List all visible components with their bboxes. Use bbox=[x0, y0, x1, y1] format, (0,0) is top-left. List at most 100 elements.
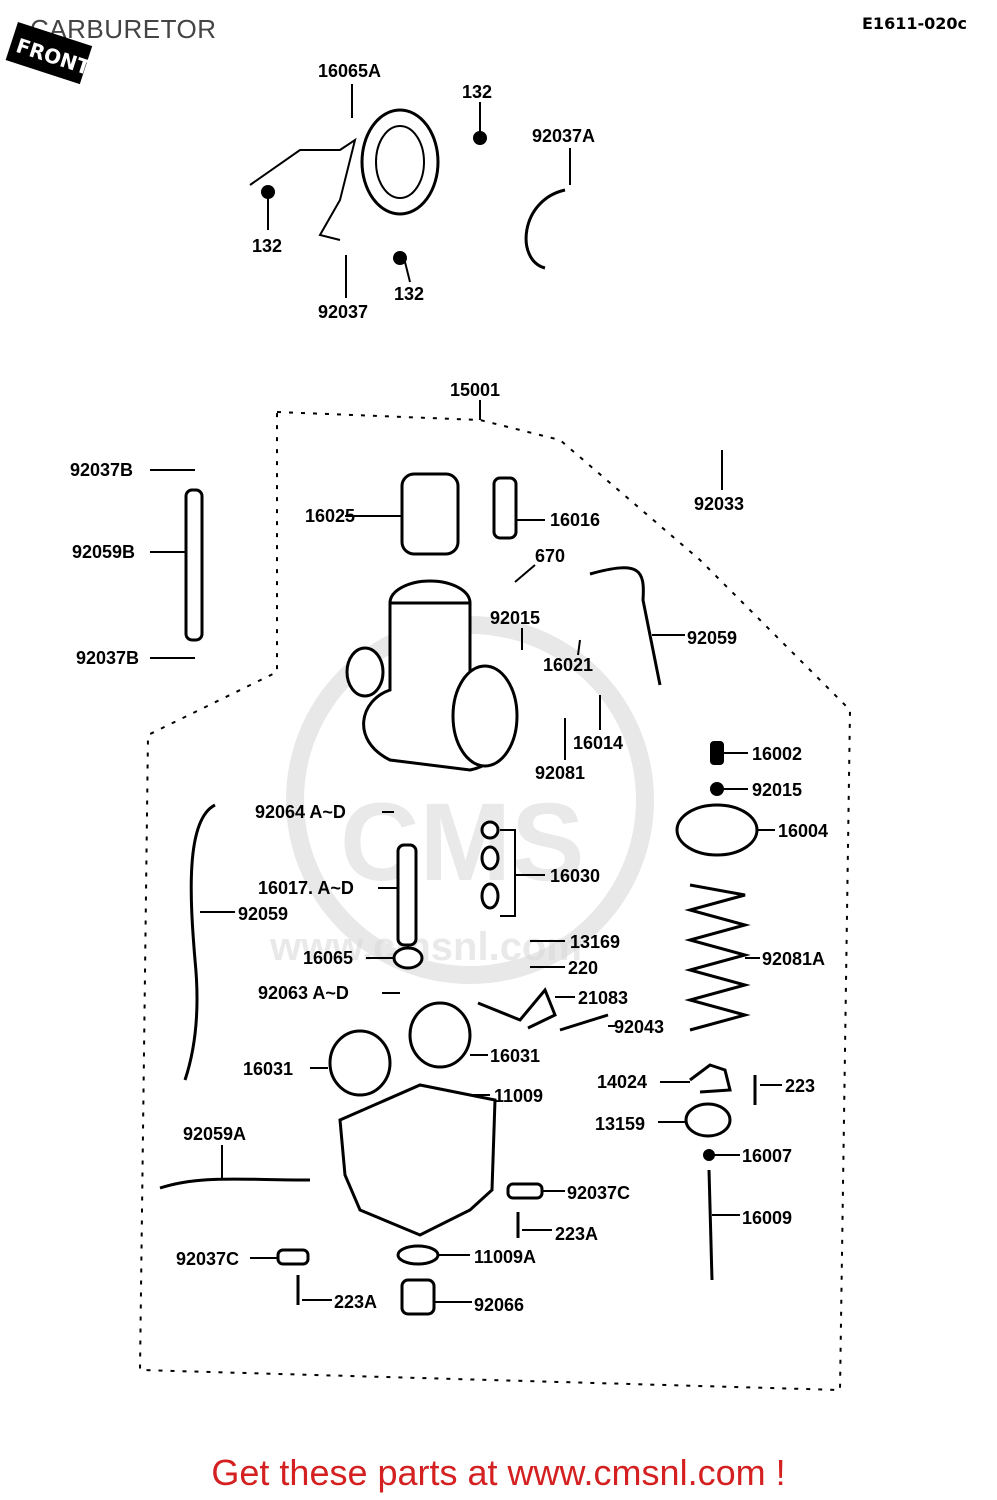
tube-92059A-part bbox=[159, 1177, 311, 1190]
jet-16017-part bbox=[396, 843, 418, 947]
footer-link[interactable]: Get these parts at www.cmsnl.com ! bbox=[211, 1452, 786, 1493]
label-92081: 92081 bbox=[535, 763, 585, 783]
cap-16004-part bbox=[675, 803, 759, 857]
mount-bracket bbox=[249, 137, 357, 241]
label-223A-l: 223A bbox=[334, 1292, 377, 1312]
label-92059b: 92059 bbox=[238, 904, 288, 924]
float-arm-21083-part bbox=[477, 987, 557, 1030]
label-223A-r: 223A bbox=[555, 1224, 598, 1244]
label-16031a: 16031 bbox=[243, 1059, 293, 1079]
side-chamber bbox=[451, 664, 519, 768]
holder-14024-part bbox=[689, 1063, 732, 1094]
label-16016: 16016 bbox=[550, 510, 600, 530]
label-16017: 16017. A~D bbox=[258, 878, 354, 898]
leader-670 bbox=[514, 564, 536, 583]
label-14024: 14024 bbox=[597, 1072, 647, 1092]
label-92064: 92064 A~D bbox=[255, 802, 346, 822]
pin-92043-part bbox=[559, 1013, 609, 1032]
label-16009: 16009 bbox=[742, 1208, 792, 1228]
kit-15001-outline bbox=[138, 400, 852, 1392]
label-16007: 16007 bbox=[742, 1146, 792, 1166]
needle-16009-part bbox=[707, 1169, 714, 1281]
label-220: 220 bbox=[568, 958, 598, 978]
oring-92015b-part bbox=[710, 782, 724, 796]
clamp-92037A-part bbox=[524, 188, 566, 270]
label-16031b: 16031 bbox=[490, 1046, 540, 1066]
label-92081A: 92081A bbox=[762, 949, 825, 969]
label-11009A: 11009A bbox=[474, 1247, 536, 1267]
label-92037B-bot: 92037B bbox=[76, 648, 139, 668]
jet-16030-a bbox=[480, 820, 500, 840]
label-16025: 16025 bbox=[305, 506, 355, 526]
front-marker: FRONT bbox=[5, 22, 94, 85]
screw-16016-part bbox=[492, 476, 518, 540]
tube-92059B-part bbox=[184, 488, 204, 642]
label-16021: 16021 bbox=[543, 655, 593, 675]
label-13159: 13159 bbox=[595, 1114, 645, 1134]
gasket-11009A-part bbox=[396, 1244, 440, 1266]
watermark-brand: CMS bbox=[340, 781, 584, 904]
kit-outline bbox=[138, 411, 852, 1392]
intake-port bbox=[345, 646, 385, 698]
slide-16025-part bbox=[400, 472, 460, 556]
label-21083: 21083 bbox=[578, 988, 628, 1008]
label-670: 670 bbox=[535, 546, 565, 566]
label-132b: 132 bbox=[252, 236, 282, 256]
slide-needle-group bbox=[658, 741, 782, 1281]
label-92037C-r: 92037C bbox=[567, 1183, 630, 1203]
label-92015a: 92015 bbox=[490, 608, 540, 628]
spring-92081A-part bbox=[684, 883, 751, 1032]
label-92059a: 92059 bbox=[687, 628, 737, 648]
carburetor-exploded-diagram: CMS www.cmsnl.com FRONT bbox=[5, 22, 852, 1392]
float-bowl-group bbox=[159, 1001, 565, 1316]
float-bowl-11009-part bbox=[338, 1083, 497, 1237]
screw-16002-part bbox=[710, 741, 724, 765]
watermark-url: www.cmsnl.com bbox=[269, 925, 582, 969]
front-marker-box bbox=[5, 22, 93, 85]
label-92037C-l: 92037C bbox=[176, 1249, 239, 1269]
clip-16007-part bbox=[703, 1149, 715, 1161]
label-92015b: 92015 bbox=[752, 780, 802, 800]
label-16002: 16002 bbox=[752, 744, 802, 764]
jet-16030-b bbox=[480, 845, 500, 871]
label-132c: 132 bbox=[394, 284, 424, 304]
label-92059A: 92059A bbox=[183, 1124, 246, 1144]
part-labels: 16065A 132 92037A 132 132 92037 15001 92… bbox=[70, 61, 828, 1315]
leader-16021 bbox=[577, 639, 581, 656]
carburetor-body bbox=[345, 450, 723, 772]
clip-92037C-left-part bbox=[276, 1248, 310, 1266]
label-92037B-top: 92037B bbox=[70, 460, 133, 480]
diagram-code: E1611-020c bbox=[862, 14, 967, 33]
label-92066: 92066 bbox=[474, 1295, 524, 1315]
label-92043: 92043 bbox=[614, 1017, 664, 1037]
float-16031-left-part bbox=[328, 1029, 392, 1097]
label-16030: 16030 bbox=[550, 866, 600, 886]
label-132a: 132 bbox=[462, 82, 492, 102]
label-15001: 15001 bbox=[450, 380, 500, 400]
jet-16030-c bbox=[480, 882, 500, 910]
label-92063: 92063 A~D bbox=[258, 983, 349, 1003]
label-92037: 92037 bbox=[318, 302, 368, 322]
bracket-16030 bbox=[500, 829, 516, 917]
label-16004: 16004 bbox=[778, 821, 828, 841]
air-intake-assembly bbox=[249, 84, 571, 298]
clamp-screw-2 bbox=[261, 185, 275, 199]
intake-ring-part bbox=[360, 108, 440, 216]
jets-group bbox=[183, 803, 615, 1081]
label-16065A: 16065A bbox=[318, 61, 381, 81]
float-16031-right-part bbox=[408, 1001, 472, 1069]
label-16065: 16065 bbox=[303, 948, 353, 968]
plug-92066-part bbox=[400, 1278, 436, 1316]
label-92059B: 92059B bbox=[72, 542, 135, 562]
label-92037A: 92037A bbox=[532, 126, 595, 146]
retainer-13159-part bbox=[684, 1102, 732, 1138]
clamp-screw-1 bbox=[473, 131, 487, 145]
label-223: 223 bbox=[785, 1076, 815, 1096]
clamp-screw-3 bbox=[393, 251, 407, 265]
jet-16065-part bbox=[392, 946, 424, 970]
intake-ring-inner bbox=[375, 125, 425, 199]
leader-132c bbox=[404, 261, 411, 283]
tube-92059B bbox=[150, 469, 204, 659]
clip-92037C-right-part bbox=[506, 1182, 544, 1200]
tube-92059-lower-part bbox=[183, 803, 216, 1081]
